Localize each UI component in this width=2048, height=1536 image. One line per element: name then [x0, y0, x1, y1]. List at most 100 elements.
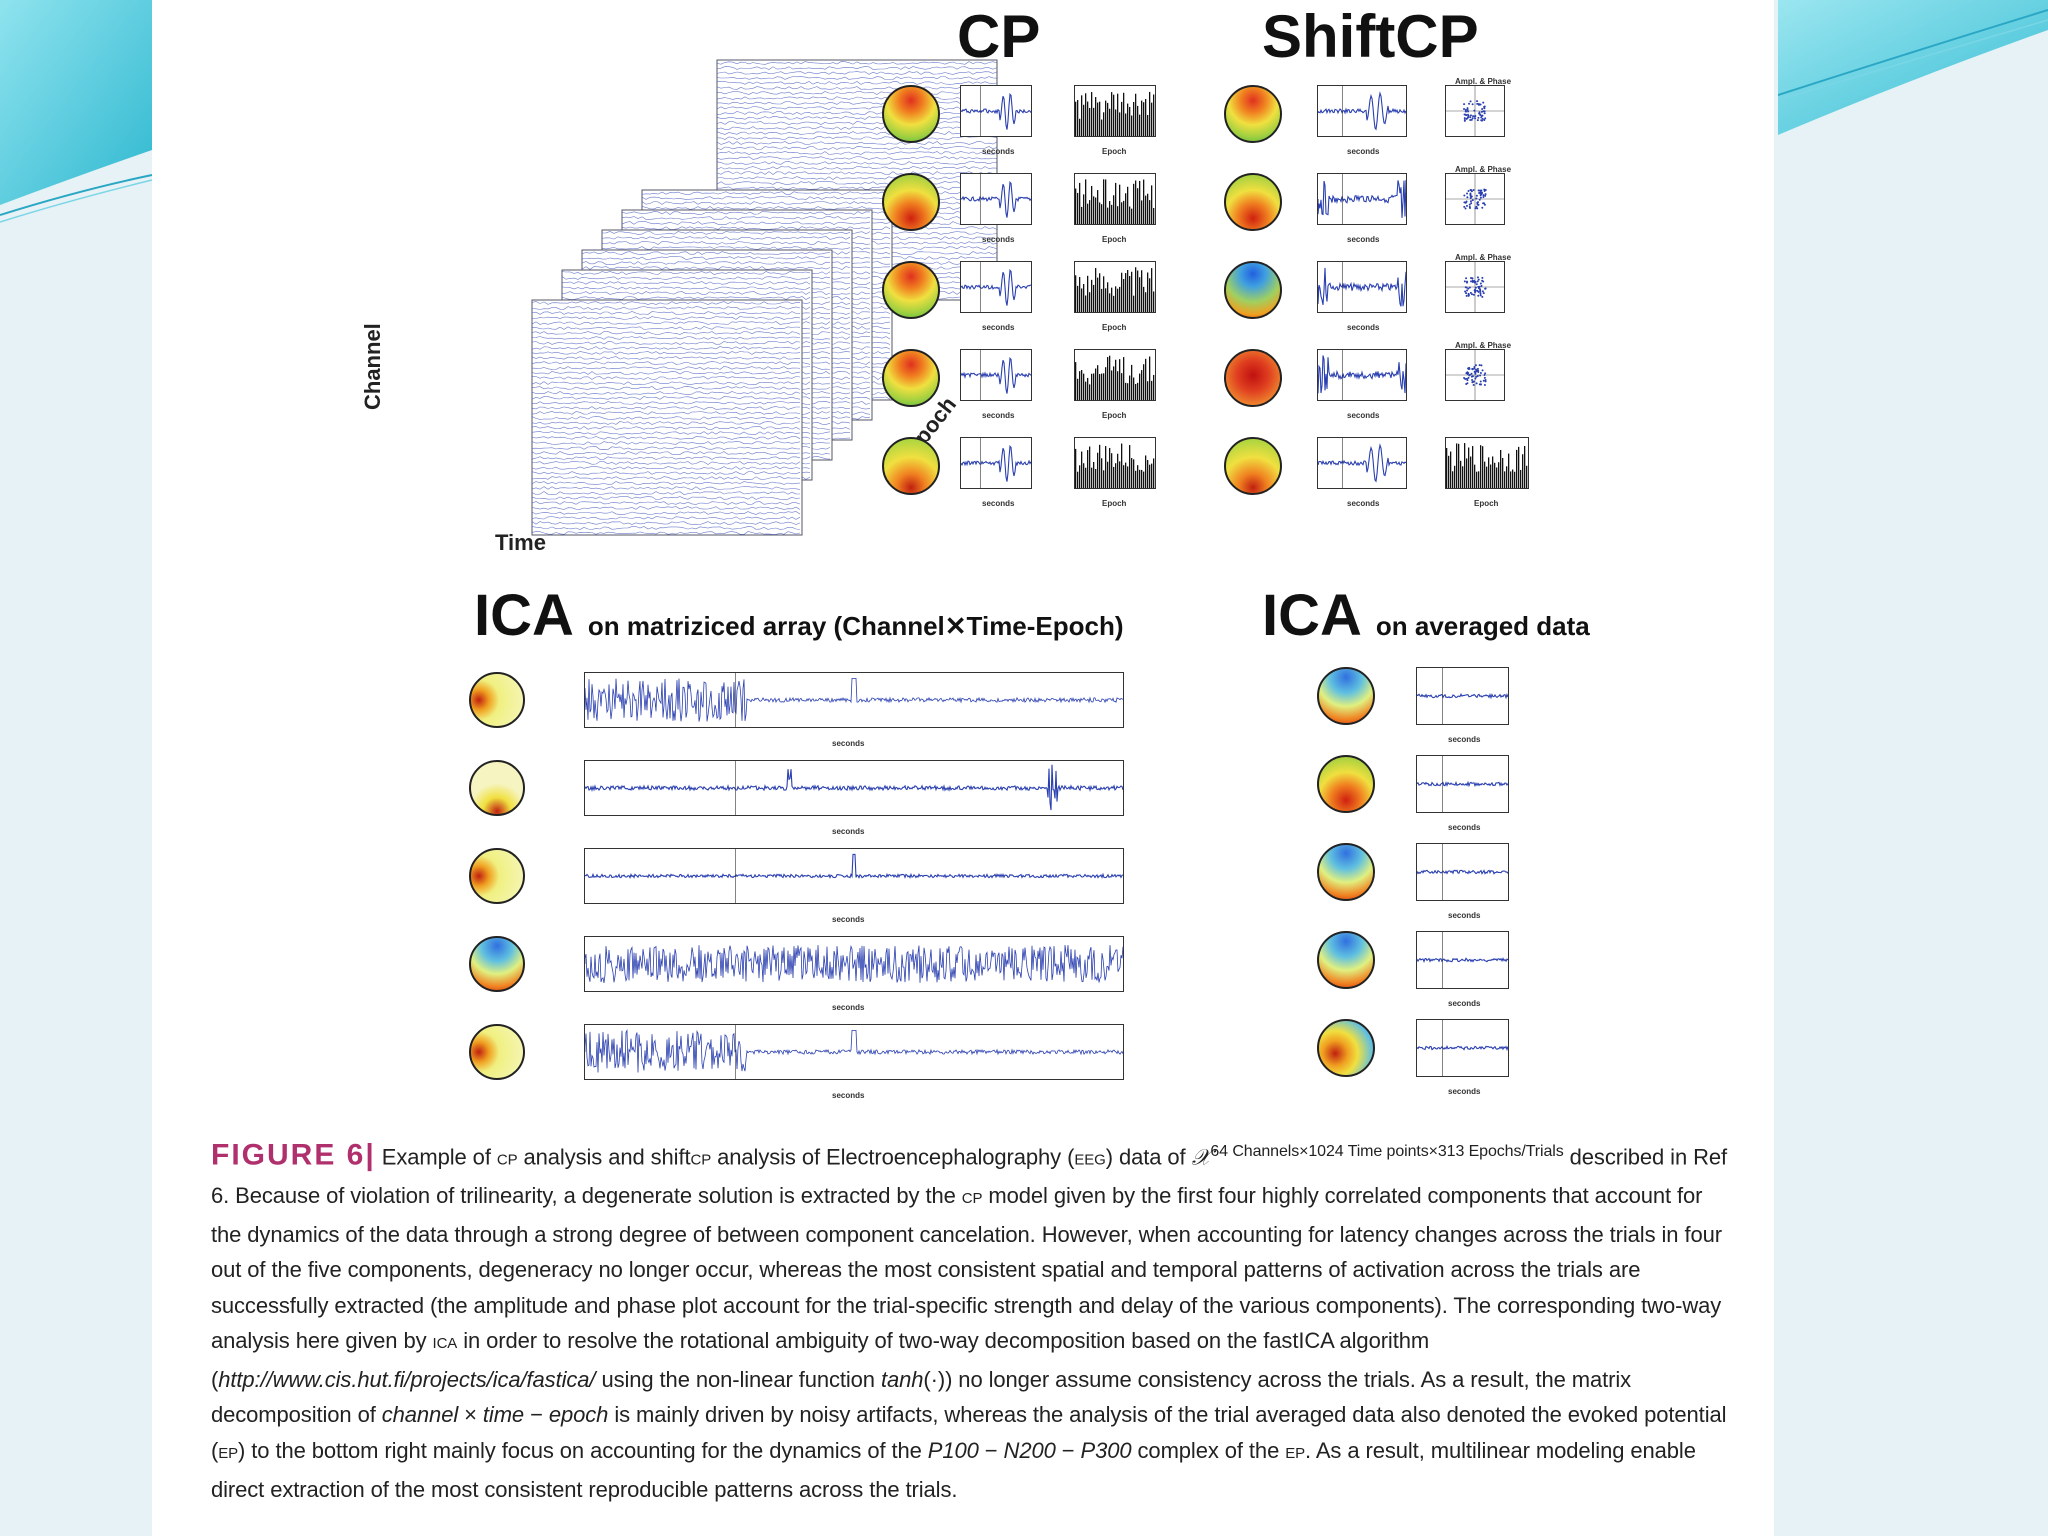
topography-map — [1317, 931, 1375, 989]
topography-map — [1317, 755, 1375, 813]
topography-map — [469, 1024, 525, 1080]
component-waveform — [1446, 443, 1528, 488]
caption-text: is mainly driven by noisy artifacts, whe… — [211, 1402, 1727, 1464]
component-plot — [1317, 261, 1407, 313]
axis-caption: Ampl. & Phase — [1455, 341, 1512, 350]
component-plot — [584, 672, 1124, 728]
corner-decoration-right — [1778, 0, 2048, 135]
axis-caption: Epoch — [1102, 411, 1127, 420]
component-plot — [584, 1024, 1124, 1080]
component-waveform — [584, 673, 1124, 727]
component-plot — [1317, 437, 1407, 489]
caption-minus: − — [530, 1402, 543, 1428]
component-waveform — [1416, 932, 1509, 988]
component-plot — [1416, 1019, 1509, 1077]
caption-tensor-symbol: 𝒳 — [1191, 1144, 1211, 1170]
axis-caption: Epoch — [1102, 147, 1127, 156]
component-waveform — [584, 849, 1124, 903]
axis-caption: seconds — [982, 411, 1015, 420]
axis-caption: Epoch — [1102, 235, 1127, 244]
axis-caption: seconds — [832, 1091, 865, 1100]
caption-p300: P300 — [1080, 1438, 1132, 1464]
ica-matricized-sub: on matriziced array (Channel✕Time-Epoch) — [587, 611, 1124, 641]
component-plot — [1416, 843, 1509, 901]
component-waveform — [1075, 443, 1155, 488]
caption-text: . As a result, multilinear modeling enab… — [211, 1438, 1696, 1502]
component-waveform — [1317, 262, 1407, 312]
figure-separator: | — [365, 1138, 376, 1172]
axis-caption: seconds — [1347, 499, 1380, 508]
axis-caption: Ampl. & Phase — [1455, 165, 1512, 174]
caption-eeg: EEG — [1074, 1151, 1106, 1169]
component-waveform — [1446, 350, 1504, 400]
component-plot — [1445, 437, 1529, 489]
component-plot — [1074, 349, 1156, 401]
axis-caption: Ampl. & Phase — [1455, 77, 1512, 86]
topography-map — [882, 173, 940, 231]
axis-caption: seconds — [832, 1003, 865, 1012]
component-plot — [1445, 85, 1505, 137]
topography-map — [882, 349, 940, 407]
component-waveform — [1317, 438, 1407, 488]
component-plot — [1074, 437, 1156, 489]
caption-text: ) to the bottom right mainly focus on ac… — [238, 1438, 922, 1464]
caption-ep: EP — [218, 1445, 239, 1463]
axis-caption: seconds — [982, 147, 1015, 156]
axis-caption: seconds — [982, 323, 1015, 332]
axis-caption: seconds — [1347, 411, 1380, 420]
axis-caption: seconds — [1347, 235, 1380, 244]
component-waveform — [960, 86, 1032, 136]
topography-map — [469, 936, 525, 992]
ica-matricized-main: ICA — [474, 583, 574, 648]
caption-p100: P100 — [927, 1438, 979, 1464]
component-plot — [960, 85, 1032, 137]
axis-caption: Epoch — [1102, 499, 1127, 508]
axis-caption: seconds — [1347, 147, 1380, 156]
caption-minus: − — [984, 1438, 998, 1464]
component-plot — [1416, 667, 1509, 725]
axis-caption: seconds — [1448, 911, 1481, 920]
caption-ep: EP — [1285, 1445, 1306, 1463]
caption-epoch: epoch — [548, 1402, 609, 1428]
component-plot — [960, 173, 1032, 225]
ica-averaged-main: ICA — [1262, 583, 1362, 648]
eeg-tensor-stack — [531, 59, 998, 536]
component-waveform — [584, 761, 1124, 815]
caption-url: http://www.cis.hut.fi/projects/ica/fasti… — [218, 1366, 596, 1392]
component-plot — [1416, 931, 1509, 989]
component-waveform — [1075, 355, 1155, 400]
topography-map — [1317, 843, 1375, 901]
cp-title: CP — [957, 3, 1041, 70]
caption-text: described in Ref 6. Because of violation… — [211, 1144, 1728, 1208]
caption-text: Example of — [381, 1144, 491, 1170]
component-waveform — [1446, 262, 1504, 312]
topography-map — [882, 261, 940, 319]
topography-map — [1224, 349, 1282, 407]
caption-text: model given by the first four highly cor… — [211, 1182, 1722, 1354]
caption-text: using the non-linear function — [601, 1366, 875, 1392]
caption-text: analysis of Electroencephalography ( — [717, 1144, 1075, 1170]
component-waveform — [584, 944, 1124, 983]
component-plot — [960, 349, 1032, 401]
caption-text: in order to resolve the rotational ambig… — [211, 1328, 1430, 1392]
topography-map — [469, 760, 525, 816]
topography-map — [882, 437, 940, 495]
caption-cp: CP — [690, 1151, 712, 1169]
axis-caption: Ampl. & Phase — [1455, 253, 1512, 262]
axis-caption: seconds — [832, 915, 865, 924]
caption-ica: ICA — [432, 1335, 458, 1353]
component-waveform — [1075, 267, 1155, 312]
topography-map — [1224, 85, 1282, 143]
topography-map — [1317, 667, 1375, 725]
component-plot — [1317, 173, 1407, 225]
ica-averaged-sub: on averaged data — [1375, 611, 1590, 641]
tensor-epoch-layer — [531, 299, 803, 536]
caption-channel: channel — [381, 1402, 459, 1428]
topography-map — [469, 672, 525, 728]
tensor-time-label: Time — [495, 530, 546, 555]
axis-caption: Epoch — [1102, 323, 1127, 332]
topography-map — [1224, 173, 1282, 231]
component-waveform — [1317, 86, 1407, 136]
component-plot — [1074, 261, 1156, 313]
component-plot — [1317, 349, 1407, 401]
